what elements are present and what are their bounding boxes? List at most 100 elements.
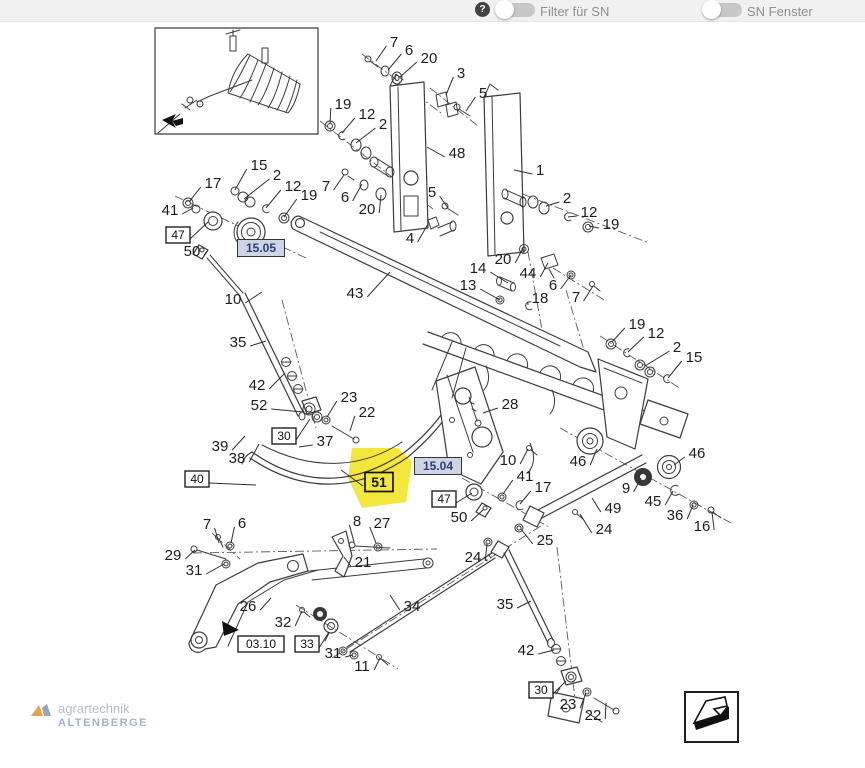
part-label-29[interactable]: 29: [165, 547, 182, 564]
ref-link-15.04[interactable]: [414, 457, 462, 475]
part-label-46[interactable]: 46: [689, 445, 706, 462]
part-label-39[interactable]: 39: [212, 438, 229, 455]
back-navigation-button[interactable]: [684, 691, 739, 743]
part-label-19[interactable]: 19: [603, 216, 620, 233]
part-label-19[interactable]: 19: [301, 187, 318, 204]
part-label-24[interactable]: 24: [596, 521, 613, 538]
part-label-2[interactable]: 2: [379, 116, 387, 133]
leader-line: [455, 492, 473, 504]
part-label-12[interactable]: 12: [581, 204, 598, 221]
part-label-36[interactable]: 36: [667, 507, 684, 524]
part-label-12[interactable]: 12: [648, 325, 665, 342]
part-label-13[interactable]: 13: [460, 277, 477, 294]
part-label-8[interactable]: 8: [353, 513, 361, 530]
part-label-17[interactable]: 17: [535, 479, 552, 496]
part-label-1[interactable]: 1: [536, 162, 544, 179]
part-label-19[interactable]: 19: [335, 96, 352, 113]
part-label-35[interactable]: 35: [230, 334, 247, 351]
part-label-50[interactable]: 50: [451, 509, 468, 526]
part-label-49[interactable]: 49: [605, 500, 622, 517]
part-label-41[interactable]: 41: [517, 468, 534, 485]
part-label-18[interactable]: 18: [532, 290, 549, 307]
part-label-24[interactable]: 24: [465, 549, 482, 566]
part-label-15[interactable]: 15: [251, 157, 268, 174]
part-label-27[interactable]: 27: [374, 515, 391, 532]
overview-inset[interactable]: [154, 27, 319, 135]
boxed-label-30[interactable]: [271, 427, 297, 445]
part-label-16[interactable]: 16: [694, 518, 711, 535]
part-label-23[interactable]: 23: [560, 696, 577, 713]
help-icon[interactable]: ?: [475, 2, 490, 17]
part-label-31[interactable]: 31: [186, 562, 203, 579]
part-label-48[interactable]: 48: [449, 145, 466, 162]
part-label-2[interactable]: 2: [273, 167, 281, 184]
bracket-48: [389, 73, 429, 233]
part-label-35[interactable]: 35: [497, 596, 514, 613]
part-label-20[interactable]: 20: [495, 251, 512, 268]
part-label-5[interactable]: 5: [428, 184, 436, 201]
part-label-7[interactable]: 7: [203, 516, 211, 533]
part-label-22[interactable]: 22: [585, 707, 602, 724]
part-label-23[interactable]: 23: [341, 389, 358, 406]
part-label-11[interactable]: 11: [354, 658, 370, 675]
part-label-46[interactable]: 46: [570, 453, 587, 470]
leader-line: [519, 490, 532, 505]
part-label-20[interactable]: 20: [359, 201, 376, 218]
part-label-21[interactable]: 21: [355, 554, 372, 571]
part-label-6[interactable]: 6: [238, 515, 246, 532]
part-label-6[interactable]: 6: [341, 189, 349, 206]
boxed-label-47[interactable]: [431, 490, 457, 508]
leader-line: [627, 336, 645, 353]
part-label-42[interactable]: 42: [518, 642, 535, 659]
part-label-41[interactable]: 41: [162, 202, 179, 219]
part-label-5[interactable]: 5: [479, 85, 487, 102]
part-label-12[interactable]: 12: [359, 106, 376, 123]
part-label-28[interactable]: 28: [502, 396, 519, 413]
part-label-10[interactable]: 10: [500, 452, 517, 469]
part-label-32[interactable]: 32: [275, 614, 292, 631]
boxed-label-03.10[interactable]: [237, 635, 285, 653]
part-label-26[interactable]: 26: [240, 598, 257, 615]
part-label-7[interactable]: 7: [322, 178, 330, 195]
part-label-17[interactable]: 17: [205, 175, 222, 192]
part-label-2[interactable]: 2: [673, 339, 681, 356]
part-label-45[interactable]: 45: [645, 493, 662, 510]
part-label-6[interactable]: 6: [549, 277, 557, 294]
part-label-25[interactable]: 25: [537, 532, 554, 549]
part-label-14[interactable]: 14: [470, 260, 487, 277]
reference-arrow: [222, 621, 239, 636]
part-label-42[interactable]: 42: [249, 377, 266, 394]
part-label-31[interactable]: 31: [325, 645, 342, 662]
part-label-9[interactable]: 9: [622, 480, 630, 497]
part-label-6[interactable]: 6: [405, 42, 413, 59]
part-label-20[interactable]: 20: [421, 50, 438, 67]
part-label-52[interactable]: 52: [251, 397, 268, 414]
highlighted-part-label-box[interactable]: [364, 471, 394, 493]
part-label-19[interactable]: 19: [629, 316, 646, 333]
part-label-37[interactable]: 37: [317, 433, 334, 450]
part-label-22[interactable]: 22: [359, 404, 376, 421]
boxed-label-30[interactable]: [528, 681, 554, 699]
boxed-label-47[interactable]: [165, 226, 191, 244]
ref-link-15.05[interactable]: [237, 239, 285, 257]
part-label-3[interactable]: 3: [457, 65, 465, 82]
part-label-38[interactable]: 38: [229, 450, 246, 467]
part-label-7[interactable]: 7: [390, 34, 398, 51]
part-label-43[interactable]: 43: [347, 285, 364, 302]
part-label-50[interactable]: 50: [184, 243, 201, 260]
filter-sn-toggle[interactable]: [495, 0, 535, 19]
leader-line: [539, 262, 549, 278]
boxed-label-40[interactable]: [184, 470, 210, 488]
sn-fenster-toggle[interactable]: [702, 0, 742, 19]
part-label-2[interactable]: 2: [563, 190, 571, 207]
part-label-15[interactable]: 15: [686, 349, 703, 366]
part-label-4[interactable]: 4: [406, 230, 414, 247]
part-label-34[interactable]: 34: [404, 598, 421, 615]
part-label-44[interactable]: 44: [520, 265, 537, 282]
part-label-7[interactable]: 7: [572, 289, 580, 306]
leader-line: [355, 127, 376, 144]
part-label-10[interactable]: 10: [225, 291, 242, 308]
part-label-12[interactable]: 12: [285, 178, 302, 195]
boxed-label-text: 40: [190, 472, 204, 486]
boxed-label-33[interactable]: [294, 635, 320, 653]
